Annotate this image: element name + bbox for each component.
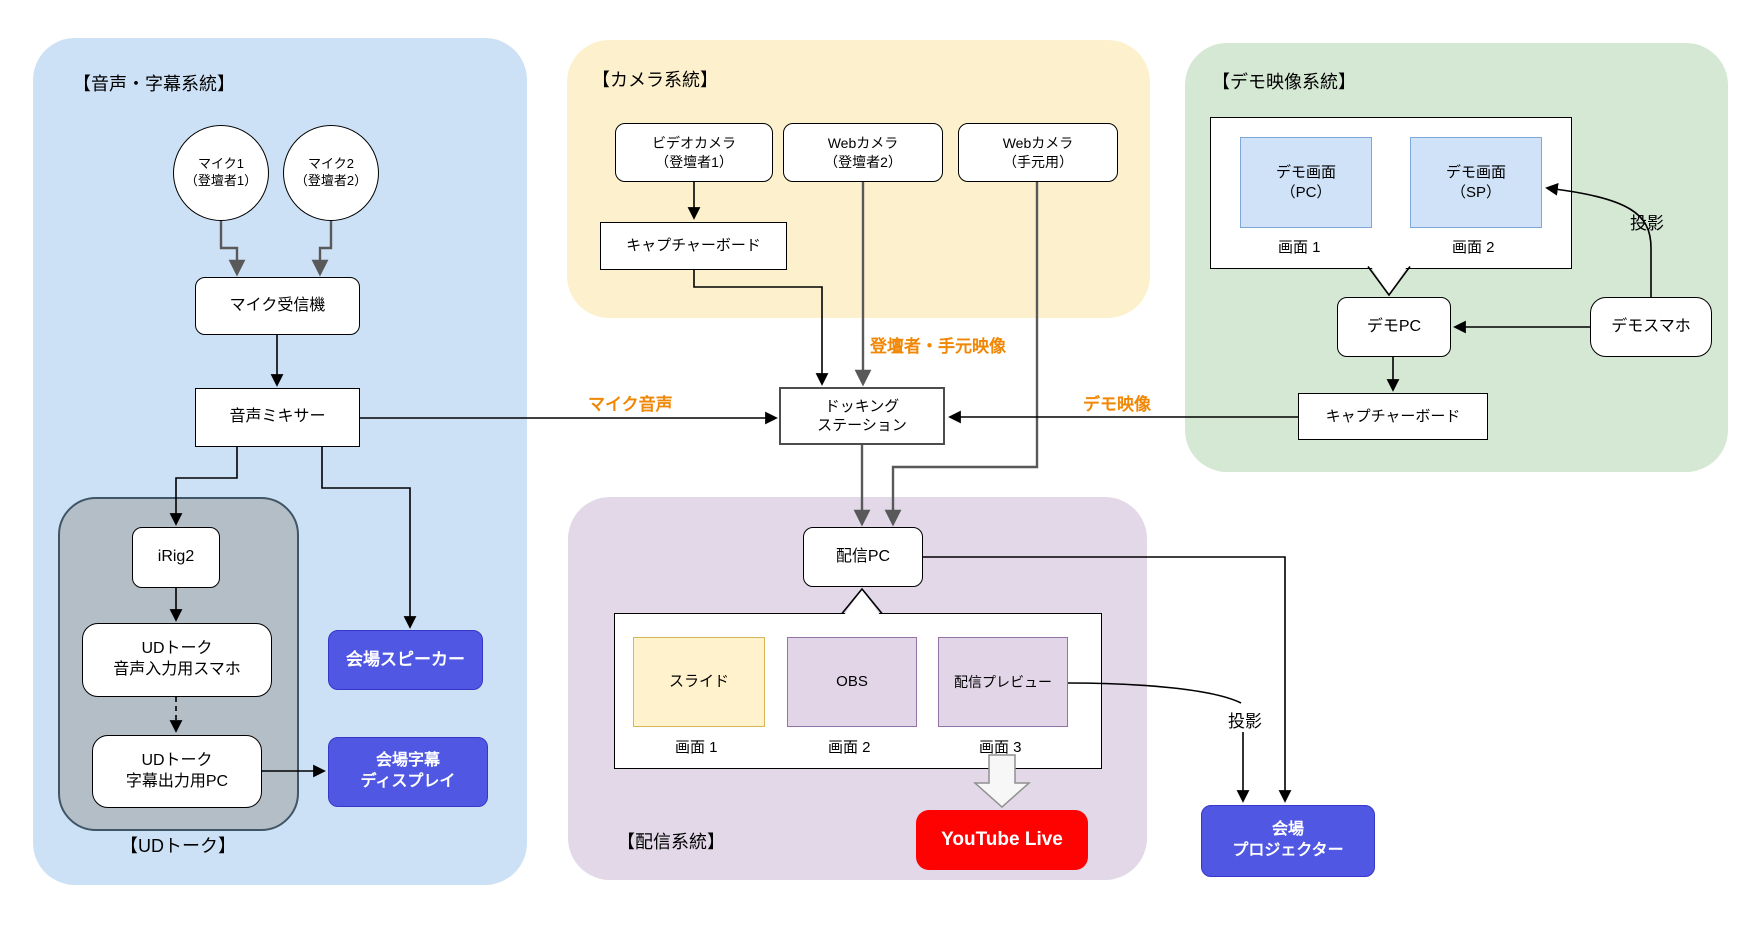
demo-screen1-label: 画面 1	[1278, 239, 1321, 256]
udtalk-phone-node: UDトーク 音声入力用スマホ	[82, 623, 272, 697]
venue-display-line2: ディスプレイ	[360, 773, 456, 790]
demo-screen2-label: 画面 2	[1452, 239, 1495, 256]
youtube-live-node: YouTube Live	[916, 810, 1088, 870]
capture-board-camera-label: キャプチャーボード	[626, 237, 761, 255]
stream-pc-node: 配信PC	[803, 527, 923, 587]
mic-receiver-label: マイク受信機	[229, 296, 326, 314]
stream-screen-preview-label: 配信プレビュー	[954, 673, 1052, 690]
stream-screen1-label: 画面 1	[675, 739, 718, 756]
mic1-label-line2: （登壇者1）	[184, 173, 258, 188]
venue-speaker-node: 会場スピーカー	[328, 630, 483, 690]
demo-screen-sp: デモ画面 （SP）	[1410, 137, 1542, 228]
presenter-hand-video-edge-label: 登壇者・手元映像	[870, 337, 1006, 356]
udtalk-phone-line1: UDトーク	[141, 640, 213, 658]
stream-screen-slide-label: スライド	[668, 673, 729, 691]
venue-speaker-label: 会場スピーカー	[346, 649, 465, 669]
venue-projector-node: 会場 プロジェクター	[1201, 805, 1375, 877]
web-camera-presenter2-line2: （登壇者2）	[824, 153, 902, 170]
mic2-label-line2: （登壇者2）	[294, 173, 368, 188]
demo-region-title: 【デモ映像系統】	[1212, 72, 1356, 92]
docking-station-line2: ステーション	[817, 417, 907, 434]
audio-mixer-label: 音声ミキサー	[229, 408, 326, 426]
mic-audio-edge-label: マイク音声	[588, 395, 673, 414]
audio-mixer-node: 音声ミキサー	[195, 388, 360, 447]
camera-region-title: 【カメラ系統】	[592, 70, 718, 90]
udtalk-pc-node: UDトーク 字幕出力用PC	[92, 735, 262, 808]
web-camera-presenter2-node: Webカメラ （登壇者2）	[783, 123, 943, 182]
stream-region-title: 【配信系統】	[617, 832, 725, 852]
web-camera-hand-line1: Webカメラ	[1002, 135, 1074, 152]
demo-video-edge-label: デモ映像	[1083, 395, 1151, 414]
stream-screen-obs: OBS	[787, 637, 917, 727]
video-camera-line1: ビデオカメラ	[652, 135, 736, 152]
udtalk-pc-line1: UDトーク	[141, 751, 213, 769]
demo-screen-pc-label: デモ画面 （PC）	[1275, 164, 1336, 201]
docking-station-node: ドッキング ステーション	[779, 387, 945, 445]
audio-region-title: 【音声・字幕系統】	[73, 74, 235, 94]
capture-board-demo-node: キャプチャーボード	[1298, 393, 1488, 440]
capture-board-demo-label: キャプチャーボード	[1325, 407, 1461, 425]
stream-screen-obs-label: OBS	[836, 673, 868, 691]
demo-screen-sp-label: デモ画面 （SP）	[1445, 164, 1506, 201]
udtalk-phone-line2: 音声入力用スマホ	[113, 661, 241, 678]
stream-pc-label: 配信PC	[835, 547, 891, 565]
stream-screen3-label: 画面 3	[979, 739, 1022, 756]
demo-screen-pc: デモ画面 （PC）	[1240, 137, 1372, 228]
projection-label-demo: 投影	[1630, 214, 1664, 233]
web-camera-presenter2-line1: Webカメラ	[827, 135, 899, 152]
youtube-live-label: YouTube Live	[941, 828, 1063, 850]
demo-pc-node: デモPC	[1337, 297, 1451, 357]
stream-screen-preview: 配信プレビュー	[938, 637, 1068, 727]
video-camera-node: ビデオカメラ （登壇者1）	[615, 123, 773, 182]
projection-label-stream: 投影	[1228, 712, 1262, 731]
mic2-label-line1: マイク2	[308, 156, 354, 172]
docking-station-line1: ドッキング	[824, 397, 900, 415]
venue-display-line1: 会場字幕	[375, 752, 440, 770]
irig2-label: iRig2	[157, 548, 195, 566]
irig2-node: iRig2	[132, 527, 220, 588]
mic2-node: マイク2 （登壇者2）	[283, 125, 379, 221]
stream-screen-slide: スライド	[633, 637, 765, 727]
demo-phone-label: デモスマホ	[1611, 317, 1691, 335]
mic-receiver-node: マイク受信機	[195, 277, 360, 335]
demo-phone-node: デモスマホ	[1590, 297, 1712, 357]
venue-projector-line1: 会場	[1271, 821, 1304, 839]
web-camera-hand-node: Webカメラ （手元用）	[958, 123, 1118, 182]
capture-board-camera-node: キャプチャーボード	[600, 222, 787, 270]
video-camera-line2: （登壇者1）	[655, 153, 733, 170]
demo-pc-label: デモPC	[1366, 317, 1422, 335]
stream-screen2-label: 画面 2	[828, 739, 871, 756]
mic1-node: マイク1 （登壇者1）	[173, 125, 269, 221]
web-camera-hand-line2: （手元用）	[1003, 153, 1073, 170]
venue-display-node: 会場字幕 ディスプレイ	[328, 737, 488, 807]
venue-projector-line2: プロジェクター	[1232, 842, 1344, 859]
mic1-label-line1: マイク1	[198, 156, 244, 172]
udtalk-pc-line2: 字幕出力用PC	[125, 772, 229, 790]
udtalk-group-label: 【UDトーク】	[120, 836, 236, 856]
